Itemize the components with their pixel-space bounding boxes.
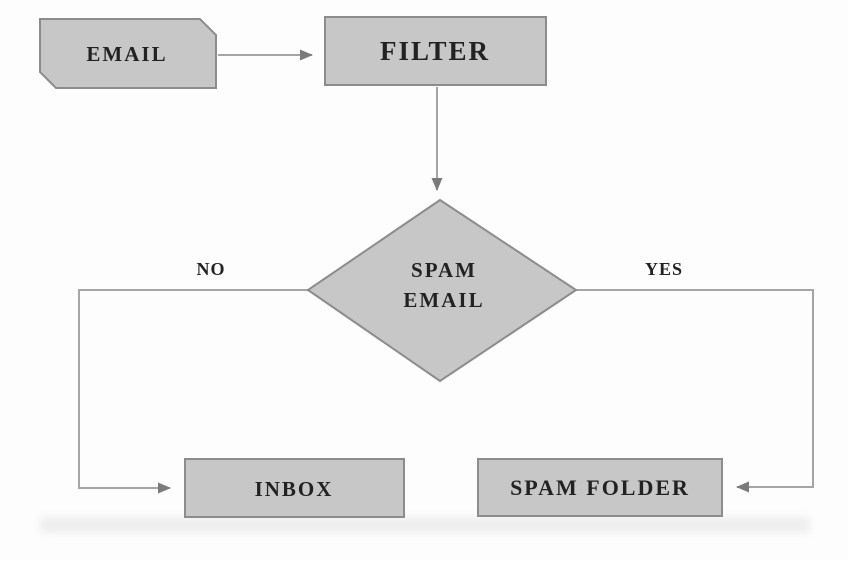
scan-shadow-band bbox=[40, 517, 810, 533]
node-spam-folder: SPAM FOLDER bbox=[477, 458, 723, 517]
node-spam-folder-label: SPAM FOLDER bbox=[510, 475, 690, 500]
edge-label-no: NO bbox=[197, 259, 226, 279]
node-inbox-shape bbox=[184, 458, 405, 518]
node-decision-label-line1: SPAM bbox=[411, 258, 477, 282]
node-inbox: INBOX bbox=[184, 458, 405, 518]
node-email-shape bbox=[39, 18, 217, 89]
node-decision: SPAM EMAIL bbox=[306, 198, 578, 383]
node-email: EMAIL bbox=[39, 18, 217, 89]
edge-label-yes: YES bbox=[645, 259, 683, 279]
node-filter-shape bbox=[324, 16, 547, 86]
node-email-label: EMAIL bbox=[86, 42, 167, 66]
node-decision-label-line2: EMAIL bbox=[403, 288, 484, 312]
connector-decision-spamfolder bbox=[576, 289, 814, 493]
node-inbox-label: INBOX bbox=[255, 477, 334, 501]
node-filter: FILTER bbox=[324, 16, 547, 86]
node-spam-folder-shape bbox=[477, 458, 723, 517]
node-decision-shape bbox=[306, 198, 578, 383]
connector-decision-inbox bbox=[78, 289, 308, 494]
node-filter-label: FILTER bbox=[380, 36, 490, 66]
